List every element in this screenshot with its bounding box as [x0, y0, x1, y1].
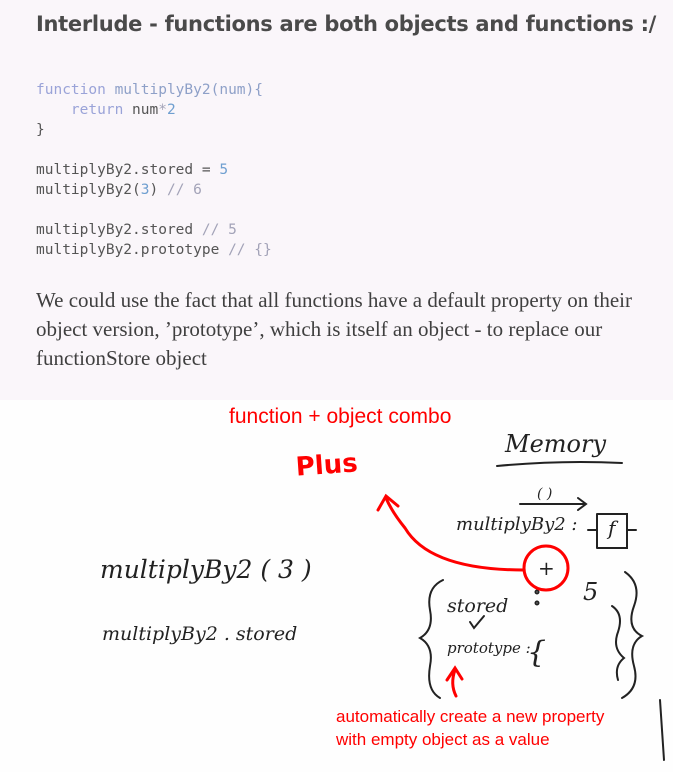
hand-arrow-small [519, 497, 588, 511]
hand-check-mark [469, 615, 485, 630]
hand-colon-dot [534, 589, 540, 595]
code-params: (num){ [210, 82, 263, 98]
hand-plus-sign: + [538, 556, 555, 580]
code-text: num [123, 102, 159, 118]
annotation-function-object-combo: function + object combo [229, 405, 452, 428]
code-line-1: function multiplyBy2(num){ [36, 80, 272, 100]
code-comment: // {} [228, 242, 272, 258]
hand-f-box-label: f [606, 516, 619, 540]
slide-title: Interlude - functions are both objects a… [36, 12, 657, 36]
slide-paragraph: We could use the fact that all functions… [36, 288, 633, 370]
hand-property-access: multiplyBy2 . stored [102, 623, 297, 645]
code-line-3: } [36, 122, 45, 138]
memory-underline [496, 461, 623, 467]
hand-colon-dot [534, 600, 540, 606]
code-function-name: multiplyBy2 [105, 82, 211, 98]
hand-left-brace [417, 579, 444, 699]
code-keyword: function [36, 82, 106, 98]
code-line-4: multiplyBy2.stored = 5 [36, 160, 272, 180]
code-number: 5 [219, 162, 229, 178]
hand-function-call: multiplyBy2 ( 3 ) [100, 555, 312, 584]
code-line-7: multiplyBy2.prototype // {} [36, 240, 272, 260]
hand-function-label: multiplyBy2 : [456, 514, 578, 535]
hand-right-brace [621, 571, 645, 699]
hand-parens: ( ) [537, 486, 552, 502]
code-number: 2 [166, 102, 176, 118]
code-line-5: multiplyBy2(3) // 6 [36, 180, 272, 200]
code-line-6: multiplyBy2.stored // 5 [36, 220, 272, 240]
annotation-auto-prototype-2: with empty object as a value [336, 730, 550, 749]
hand-f-box [596, 513, 628, 549]
red-curved-arrow [384, 496, 526, 572]
hand-stored-label: stored [447, 595, 508, 617]
code-operator: * [158, 102, 167, 118]
red-small-arrow [445, 665, 464, 698]
hand-right-brace-inner [611, 605, 626, 681]
code-line-2: return num*2 [36, 100, 272, 120]
code-block: function multiplyBy2(num){ return num*2}… [36, 80, 272, 260]
red-arrow-head [376, 493, 400, 512]
whiteboard-drawing: Memory multiplyBy2 ( 3 ) multiplyBy2 . s… [100, 430, 665, 761]
hand-prototype-label: prototype : [447, 639, 531, 657]
hand-stored-value: 5 [583, 578, 598, 606]
code-comment: // 6 [166, 182, 202, 198]
hand-edge-line [659, 699, 665, 761]
red-circle-annotation [522, 544, 570, 592]
whiteboard: Memory multiplyBy2 ( 3 ) multiplyBy2 . s… [0, 400, 673, 772]
hand-memory-label: Memory [504, 430, 606, 458]
slide-panel: Interlude - functions are both objects a… [36, 12, 657, 370]
code-keyword: return [36, 102, 124, 118]
code-text: multiplyBy2.stored = [36, 162, 220, 178]
code-text: multiplyBy2.prototype [36, 242, 229, 258]
code-number: 3 [140, 182, 150, 198]
hand-plus-word: Plus [295, 448, 359, 482]
code-text: ) [149, 182, 167, 198]
annotation-auto-prototype-1: automatically create a new property [336, 707, 605, 726]
code-text: multiplyBy2( [36, 182, 141, 198]
code-text: multiplyBy2.stored [36, 222, 202, 238]
code-comment: // 5 [201, 222, 237, 238]
hand-empty-brace: { [527, 635, 546, 670]
